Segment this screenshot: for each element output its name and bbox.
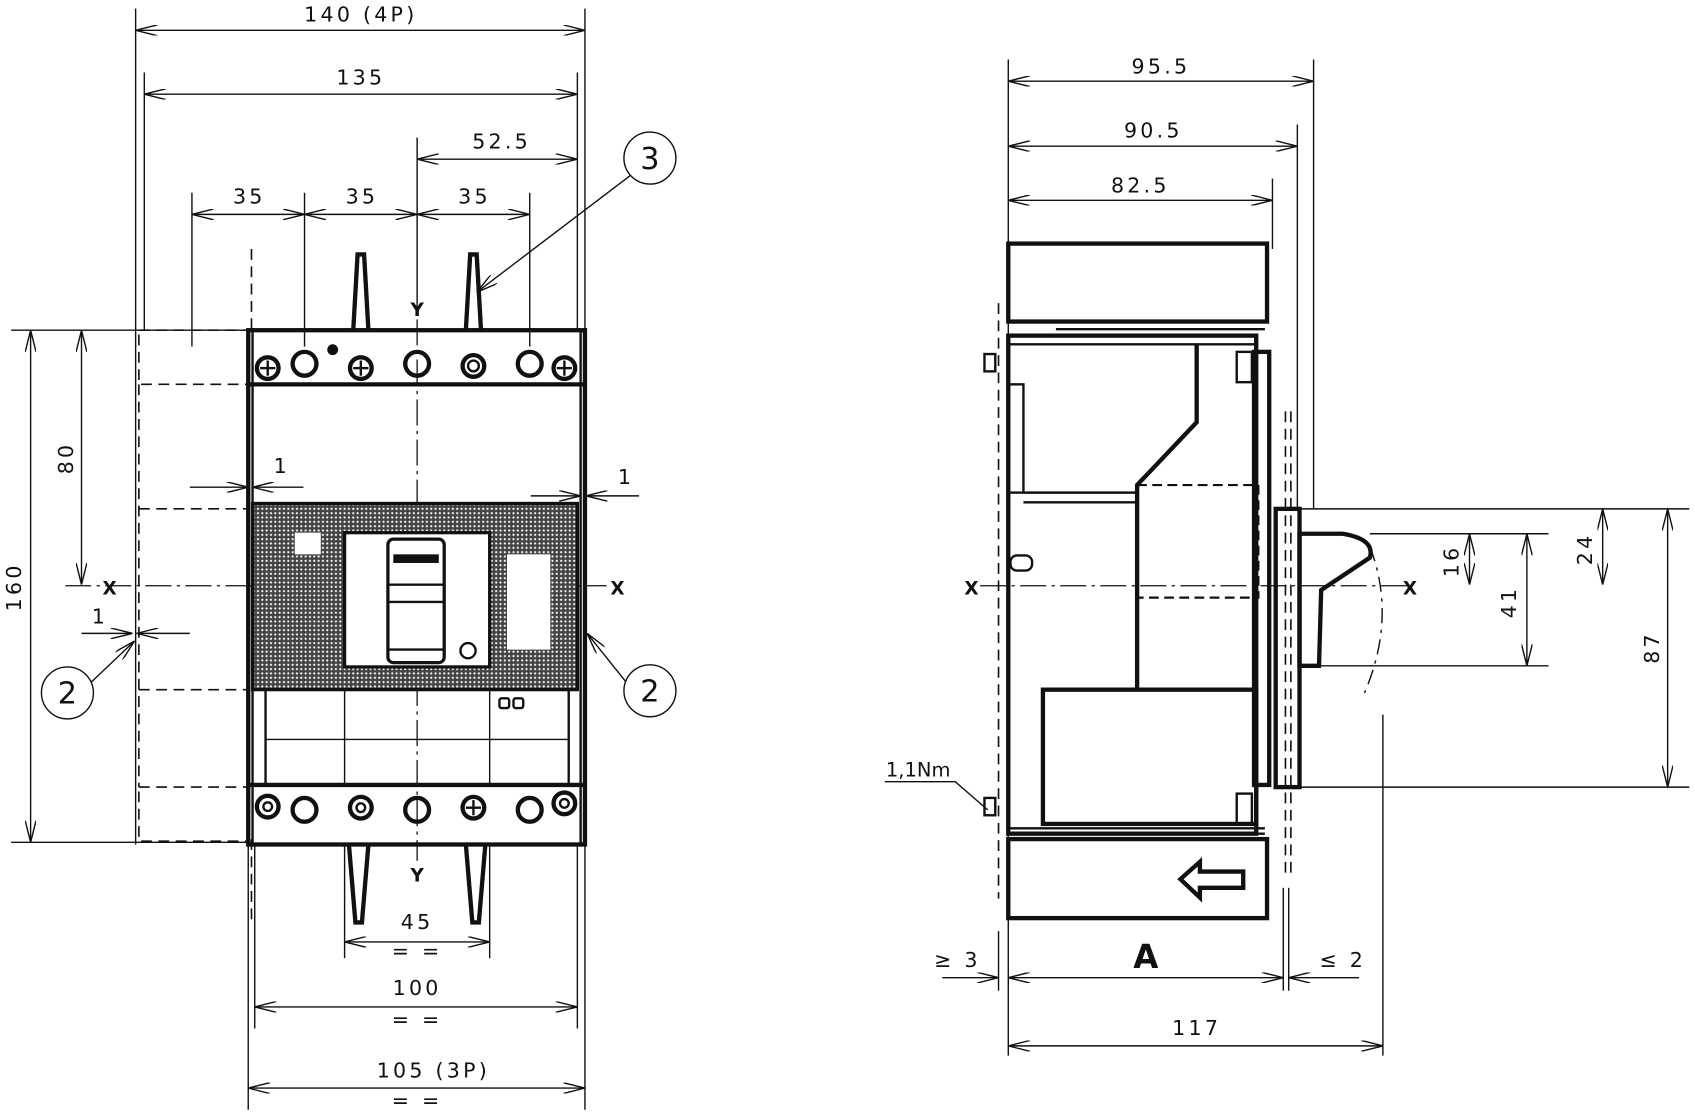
dim-80: 80 [54, 442, 78, 475]
fourth-pole-outline [138, 249, 253, 921]
dim-gap-top-left: 1 [274, 454, 290, 478]
axis-x-left: X [103, 578, 117, 599]
dim-100: 100 [393, 976, 442, 1000]
dim-width-3p: 105 (3P) [377, 1058, 490, 1082]
breaker-side [983, 241, 1383, 921]
arrow-left-icon [1177, 856, 1246, 903]
side-dimension-lines [942, 81, 1667, 1046]
symmetry-45: = = [392, 939, 443, 963]
indicator-window [294, 532, 321, 555]
test-button-icon [459, 641, 477, 660]
symmetry-100: = = [392, 1007, 443, 1031]
svg-text:1,1Nm: 1,1Nm [886, 758, 951, 781]
svg-text:3: 3 [640, 142, 659, 177]
torque-label: 1,1Nm [884, 758, 989, 811]
dim-height: 160 [2, 562, 26, 611]
breaker-front [246, 328, 588, 847]
dim-min-3: ≥ 3 [934, 948, 981, 972]
dim-pitch-3: 35 [458, 185, 491, 209]
handle-base [1273, 506, 1302, 790]
callout-2-right: 2 [587, 633, 677, 718]
label-window [506, 554, 551, 650]
svg-text:2: 2 [640, 675, 659, 710]
dim-41: 41 [1497, 586, 1521, 619]
dim-95-5: 95.5 [1132, 55, 1191, 79]
terminal-screw-icon [254, 355, 281, 382]
side-axis-x-left: X [964, 578, 978, 599]
dim-87: 87 [1640, 631, 1664, 664]
dim-max-2: ≤ 2 [1320, 948, 1367, 972]
side-axis-x-right: X [1403, 578, 1417, 599]
dim-90-5: 90.5 [1124, 119, 1183, 143]
dim-135: 135 [336, 65, 385, 89]
front-view: 140 (4P) 135 52.5 35 35 35 160 80 1 1 1 … [2, 3, 677, 1113]
dim-pitch-2: 35 [346, 185, 379, 209]
dim-gap-left: 1 [92, 605, 108, 629]
side-view: 95.5 90.5 82.5 24 16 41 87 ≥ 3 A ≤ 2 117… [884, 55, 1690, 1056]
dim-16: 16 [1440, 544, 1464, 577]
dim-gap-right: 1 [618, 465, 634, 489]
dim-52-5: 52.5 [472, 129, 531, 153]
dim-82-5: 82.5 [1111, 174, 1170, 198]
dimension-lines [31, 30, 640, 1088]
bottom-terminal-cover [1006, 836, 1270, 921]
dim-45: 45 [401, 910, 434, 934]
top-terminal-cover [1006, 241, 1270, 324]
dim-width-4p: 140 (4P) [304, 3, 417, 27]
svg-text:2: 2 [58, 677, 77, 712]
dim-117: 117 [1172, 1016, 1221, 1040]
handle-lever [1297, 531, 1373, 669]
axis-x-right: X [610, 578, 624, 599]
dim-A: A [1133, 938, 1158, 976]
callout-2-left: 2 [40, 641, 134, 720]
dim-24: 24 [1573, 533, 1597, 566]
symmetry-105: = = [392, 1089, 443, 1113]
terminals [254, 252, 578, 925]
axis-y-bottom: Y [409, 865, 424, 886]
handle-mechanism-hidden [1136, 483, 1260, 599]
dim-pitch-1: 35 [233, 185, 266, 209]
axis-y-top: Y [409, 300, 424, 321]
callout-3: 3 [477, 131, 677, 292]
main-body [1006, 333, 1259, 836]
